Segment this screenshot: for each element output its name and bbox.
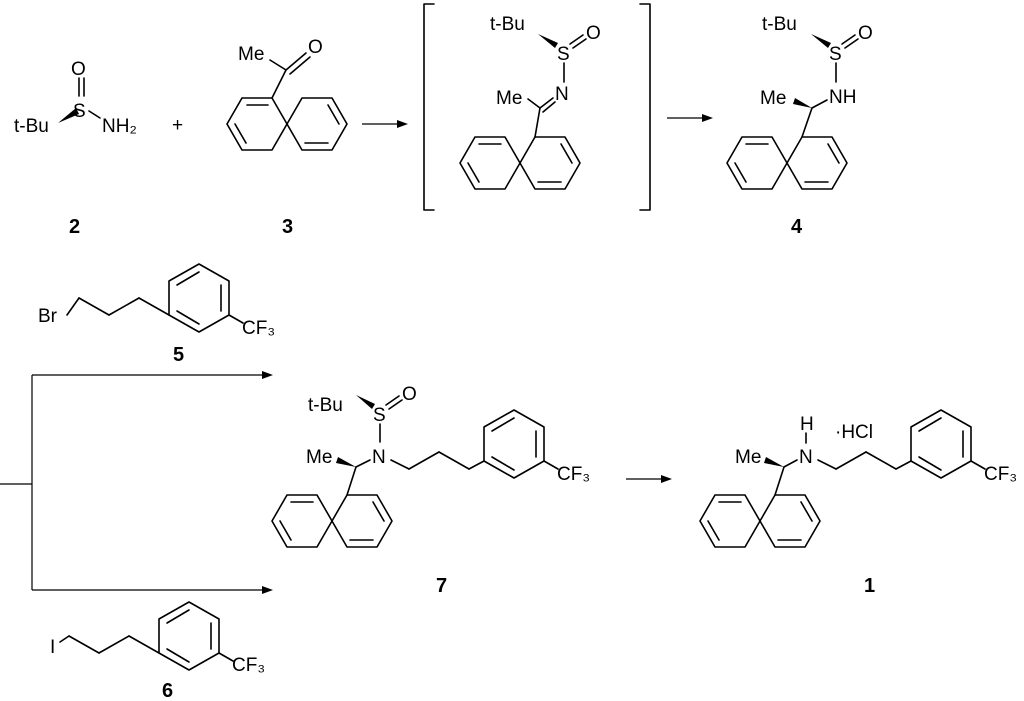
- imine-nitrogen: N: [555, 84, 569, 105]
- compound-6-label: 6: [162, 680, 173, 701]
- reaction-arrow-2: [667, 114, 713, 122]
- compound-1-label: 1: [864, 575, 875, 597]
- compound-7-structure: t-Bu S O N Me CF₃: [271, 384, 590, 548]
- compound-4-label: 4: [791, 216, 803, 238]
- oxygen-atom: O: [71, 59, 86, 80]
- oxygen-atom: O: [402, 384, 417, 405]
- amine-nitrogen: N: [372, 447, 386, 468]
- oxygen-atom: O: [586, 23, 601, 44]
- sulfur-atom: S: [829, 44, 842, 65]
- cf3-group: CF₃: [984, 464, 1017, 485]
- reaction-arrow-1: [362, 120, 408, 128]
- compound-5-label: 5: [173, 344, 184, 366]
- compound-2-structure: O S t-Bu NH₂: [14, 59, 137, 137]
- compound-1-structure: H N Me ·HCl CF₃: [699, 409, 1017, 548]
- sulfur-atom: S: [557, 44, 570, 65]
- branched-arrow: [0, 371, 273, 594]
- tbu-group: t-Bu: [762, 14, 797, 35]
- compound-5-structure: Br CF₃: [38, 263, 275, 339]
- oxygen-atom: O: [858, 23, 873, 44]
- intermediate-brackets: [423, 3, 651, 211]
- cf3-group: CF₃: [242, 318, 275, 339]
- compound-7-label: 7: [436, 575, 447, 597]
- cf3-group: CF₃: [557, 464, 590, 485]
- amine-nitrogen: N: [799, 447, 813, 468]
- hydrogen-atom: H: [800, 414, 814, 435]
- carbonyl-oxygen: O: [308, 37, 323, 58]
- tbu-group: t-Bu: [308, 395, 343, 416]
- methyl-group: Me: [735, 447, 761, 468]
- iodine-atom: I: [50, 637, 55, 658]
- methyl-group: Me: [496, 88, 522, 109]
- compound-6-structure: I CF₃: [50, 601, 265, 676]
- compound-3-label: 3: [282, 216, 293, 238]
- methyl-group: Me: [306, 447, 332, 468]
- methyl-group: Me: [238, 44, 264, 65]
- methyl-group: Me: [760, 88, 786, 109]
- compound-4-structure: t-Bu S O NH Me: [726, 14, 873, 190]
- reaction-arrow-3: [626, 475, 672, 483]
- intermediate-structure: t-Bu S O N Me: [459, 14, 601, 190]
- plus-sign: +: [172, 115, 183, 136]
- amine-group: NH₂: [102, 116, 137, 137]
- bromine-atom: Br: [38, 306, 58, 327]
- amine-nh: NH: [829, 87, 856, 108]
- compound-3-structure: Me O: [226, 37, 348, 151]
- cf3-group: CF₃: [232, 655, 265, 676]
- sulfur-atom: S: [73, 101, 86, 122]
- sulfur-atom: S: [373, 405, 386, 426]
- tbu-group: t-Bu: [490, 14, 525, 35]
- tbu-group: t-Bu: [14, 116, 49, 137]
- hcl-salt: ·HCl: [835, 422, 873, 443]
- compound-2-label: 2: [69, 216, 80, 238]
